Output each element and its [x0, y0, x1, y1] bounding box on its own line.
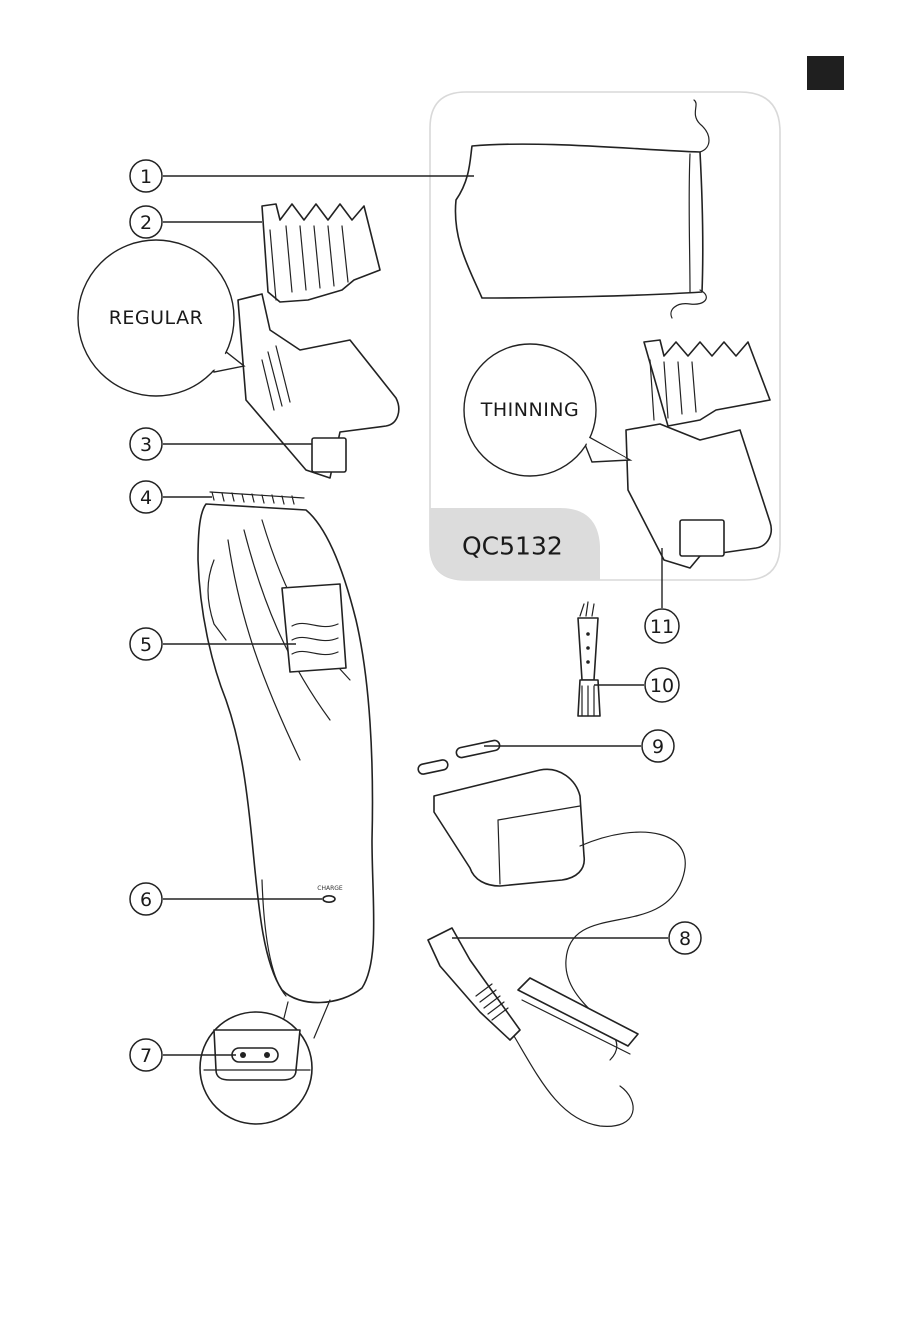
svg-text:9: 9: [652, 736, 664, 758]
svg-text:7: 7: [140, 1045, 152, 1067]
callout-10: 10: [645, 668, 679, 702]
svg-text:1: 1: [140, 166, 152, 188]
model-name: QC5132: [462, 532, 563, 561]
callout-6: 6: [130, 883, 162, 915]
language-tab: [807, 56, 844, 90]
callout-4: 4: [130, 481, 162, 513]
callout-2: 2: [130, 206, 162, 238]
svg-text:11: 11: [650, 616, 674, 638]
callout-11: 11: [645, 609, 679, 643]
cleaning-brush: [578, 602, 600, 716]
svg-text:6: 6: [140, 889, 152, 911]
thinning-label: THINNING: [480, 399, 579, 421]
svg-text:8: 8: [679, 928, 691, 950]
svg-text:10: 10: [650, 675, 674, 697]
svg-text:5: 5: [140, 634, 152, 656]
regular-label: REGULAR: [109, 307, 204, 329]
socket-detail: [200, 1000, 330, 1124]
svg-text:4: 4: [140, 487, 152, 509]
callout-7: 7: [130, 1039, 162, 1071]
callout-5: 5: [130, 628, 162, 660]
charge-text: CHARGE: [317, 885, 343, 892]
svg-text:2: 2: [140, 212, 152, 234]
regular-bubble: REGULAR: [78, 240, 244, 396]
appliance-plug: [428, 928, 638, 1126]
callout-1: 1: [130, 160, 162, 192]
clipper: CHARGE: [198, 492, 374, 1003]
svg-text:3: 3: [140, 434, 152, 456]
callout-3: 3: [130, 428, 162, 460]
callout-9: 9: [642, 730, 674, 762]
regular-comb: [238, 204, 399, 478]
charger: [417, 740, 685, 1060]
callout-8: 8: [669, 922, 701, 954]
